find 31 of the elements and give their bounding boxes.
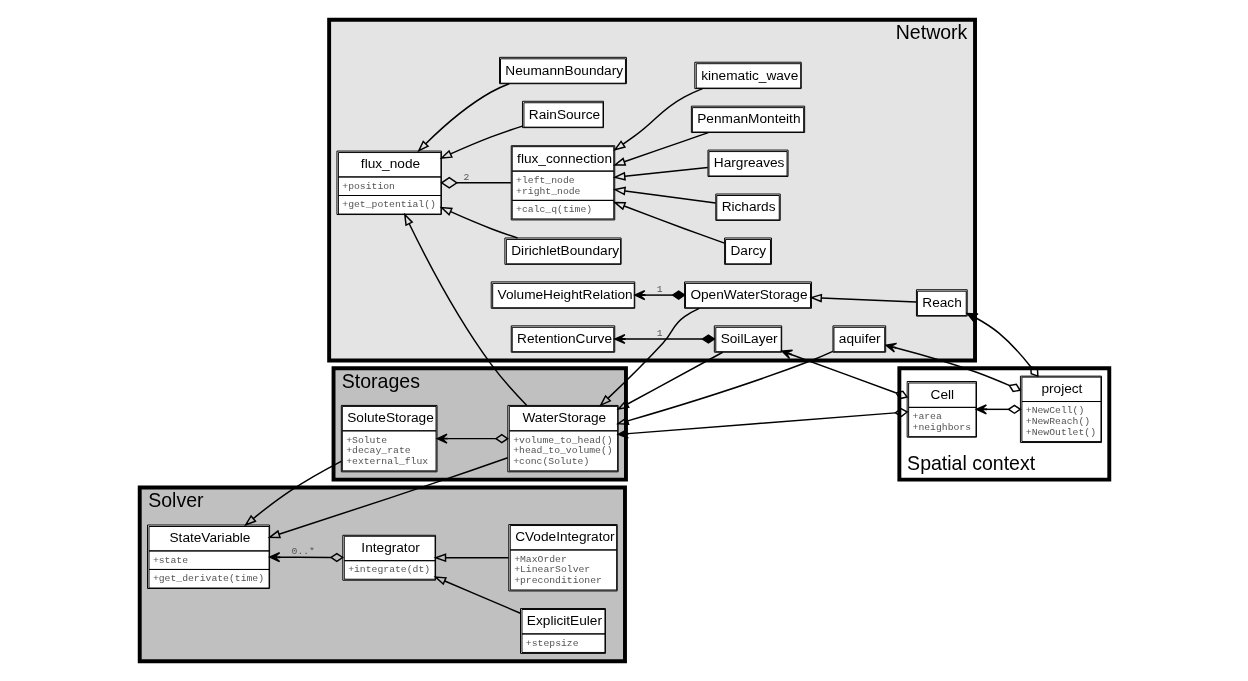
edge-label: 0..*: [291, 545, 315, 557]
arrow: [439, 206, 518, 239]
arrow: [433, 553, 509, 563]
arrow: [975, 404, 1022, 415]
arrow: [884, 342, 1021, 393]
arrow: [403, 212, 527, 406]
edge-label: 1: [656, 328, 663, 340]
edge-label: 1: [656, 284, 663, 296]
arrow: [612, 166, 708, 181]
arrow: [612, 186, 716, 204]
arrow: [612, 87, 703, 151]
arrow: [439, 125, 523, 159]
arrow: [616, 351, 723, 411]
arrow: [612, 201, 725, 244]
arrow: [808, 293, 917, 303]
arrow: [268, 552, 344, 563]
arrow: [966, 312, 1039, 378]
arrow: [416, 83, 510, 153]
arrow: [615, 350, 834, 425]
edge-label: 2: [462, 171, 469, 183]
arrow: [613, 333, 716, 345]
arrow: [267, 457, 508, 539]
arrow: [598, 307, 700, 407]
arrow: [433, 576, 521, 614]
connector: [439, 176, 512, 189]
arrow: [243, 460, 342, 527]
arrow: [612, 131, 709, 166]
arrow: [780, 349, 908, 400]
arrow: [617, 407, 908, 439]
arrow: [633, 289, 686, 301]
arrow: [436, 433, 509, 444]
